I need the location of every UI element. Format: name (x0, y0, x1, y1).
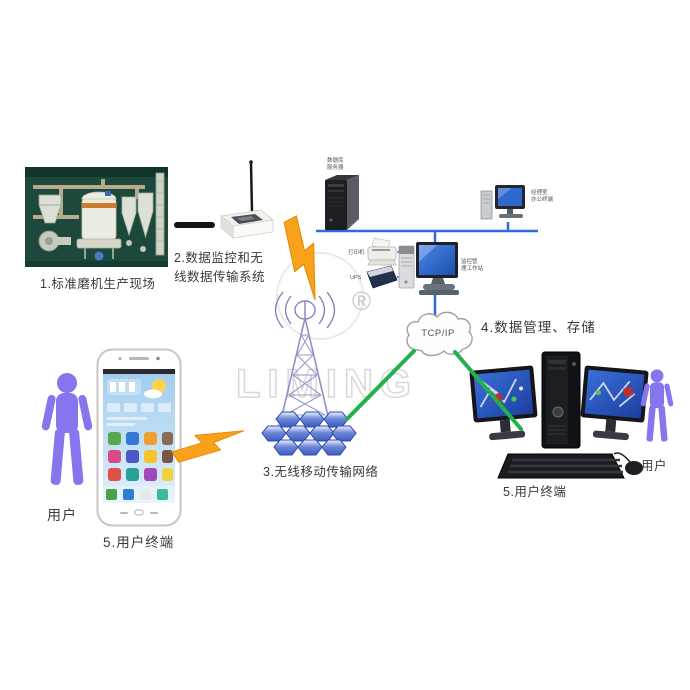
database-server-label-line1: 数据库 (327, 158, 344, 164)
workstation-dual-monitor-icon (469, 351, 649, 479)
wireless-router-icon (220, 160, 274, 239)
tcpip-cloud-icon (406, 311, 473, 357)
step2-label-line2: 线数据传输系统 (174, 270, 266, 284)
office-client-label-line2: 办公终端 (531, 197, 554, 203)
terminal-right-label: 5.用户终端 (503, 485, 567, 499)
monitoring-workstation-label-line2: 理工作站 (461, 266, 484, 272)
terminal-left-label: 5.用户终端 (103, 535, 175, 550)
database-server-label-line2: 服务器 (327, 165, 344, 171)
office-client-label-line1: 经理室 (531, 190, 548, 196)
step2-label-line1: 2.数据监控和无 (174, 251, 264, 265)
watermark-circle (276, 252, 364, 340)
step1-label: 1.标准磨机生产现场 (40, 277, 156, 291)
user-left-label: 用户 (47, 507, 77, 523)
office-client-icon (480, 185, 525, 220)
watermark-registered-icon: ® (352, 286, 372, 316)
lightning-bolt-router-icon (283, 215, 316, 301)
ups-label: UPS (350, 275, 362, 281)
database-server-icon (325, 175, 359, 230)
lightning-bolt-phone-icon (171, 430, 245, 463)
user-right-icon (640, 369, 674, 442)
cloud-protocol-label: TCP/IP (421, 327, 455, 339)
monitoring-workstation-icon (398, 242, 459, 295)
user-right-label: 用户 (641, 459, 668, 473)
smartphone-icon (96, 348, 182, 527)
printer-icon (367, 237, 397, 266)
step4-label: 4.数据管理、存储 (481, 320, 596, 335)
printer-label: 打印机 (348, 250, 365, 256)
mill-site-photo (25, 167, 168, 267)
transmission-tower-icon (261, 291, 357, 456)
user-left-icon (41, 373, 93, 485)
step3-label: 3.无线移动传输网络 (263, 465, 379, 479)
monitoring-workstation-label-line1: 监控管 (461, 259, 478, 265)
ups-icon (366, 265, 398, 289)
